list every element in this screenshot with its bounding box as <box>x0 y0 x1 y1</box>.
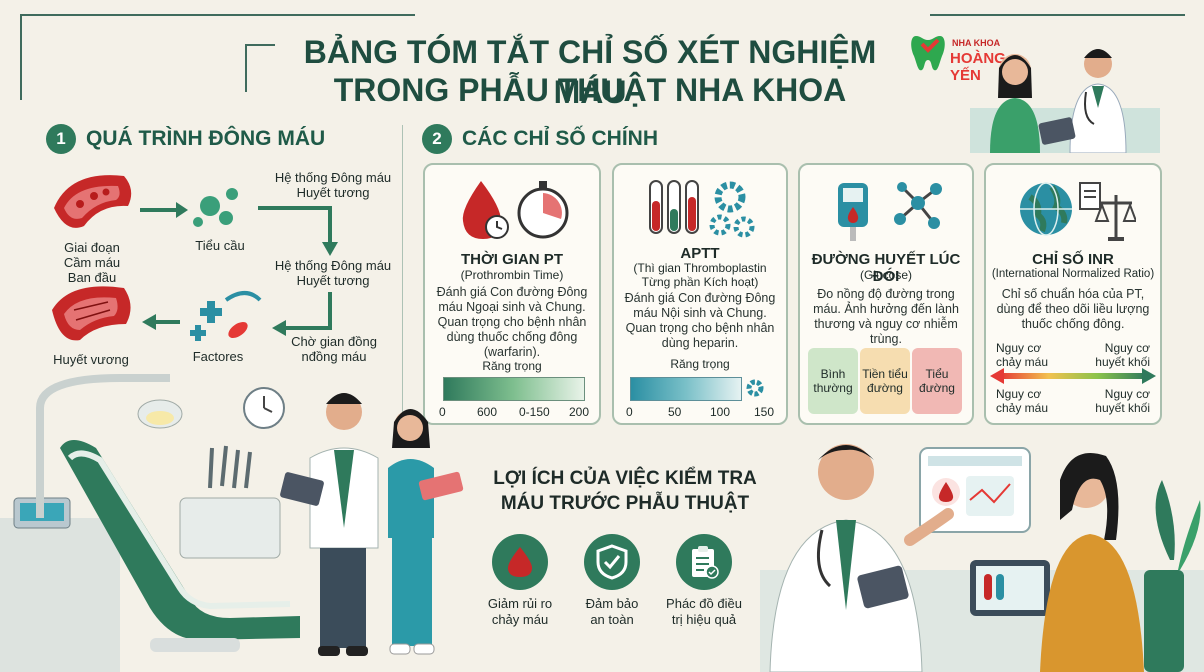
section2-title: CÁC CHỈ SỐ CHÍNH <box>462 127 659 150</box>
card-glucose-subtitle: (Glucose) <box>859 268 912 282</box>
label-plasma-system-2: Hệ thống Đông máu Huyết tương <box>274 258 392 288</box>
card-aptt-description: Đánh giá Con đường Đông máu Nội sinh và … <box>624 291 776 350</box>
shield-check-icon <box>596 544 628 580</box>
card-inr-description: Chỉ số chuẩn hóa của PT, dùng để theo dõ… <box>996 287 1150 331</box>
card-pt-description: Đánh giá Con đường Đông máu Ngoại sinh v… <box>436 285 588 359</box>
small-gear-icon <box>746 379 764 397</box>
card-glucose-description: Đo nồng độ đường trong máu. Ảnh hưởng đế… <box>813 287 959 346</box>
inr-label-thrombosis-bottom: Nguy cơ huyết khối <box>1095 387 1150 415</box>
doctor-patient-illustration <box>970 49 1160 153</box>
benefit-label-reduce-bleeding: Giảm rủi ro chảy máu <box>487 596 553 627</box>
section2-heading: 2 CÁC CHỈ SỐ CHÍNH <box>422 124 658 154</box>
label-waiting: Chờ gian đồng nđồng máu <box>291 334 377 364</box>
card-aptt-scale-bar <box>630 377 742 401</box>
frame-right-line <box>930 14 1185 16</box>
benefit-icon-safety <box>584 534 640 590</box>
glucose-range-normal: Bình thường <box>808 348 858 414</box>
card-pt-title: THỜI GIAN PT <box>461 251 563 268</box>
benefit-icon-treatment-plan <box>676 534 732 590</box>
test-tubes-gears-icon <box>649 180 755 238</box>
card-inr-subtitle: (International Normalized Ratio) <box>991 268 1155 280</box>
glucose-range-diabetes: Tiểu đường <box>912 348 962 414</box>
consultation-illustration <box>760 444 1204 672</box>
card-pt-scale-label: Răng trọng <box>482 359 542 373</box>
card-aptt-title: APTT <box>680 245 720 262</box>
inr-label-thrombosis-top: Nguy cơ huyết khối <box>1095 341 1150 369</box>
card-pt-tick-1: 600 <box>477 405 498 419</box>
globe-scale-icon <box>1020 182 1136 241</box>
benefit-label-safety: Đảm bảo an toàn <box>585 596 639 627</box>
benefits-title: LỢI ÍCH CỦA VIỆC KIỂM TRA MÁU TRƯỚC PHẪU… <box>493 468 757 514</box>
card-aptt-tick-0: 0 <box>626 405 633 419</box>
frame-top-line <box>20 14 415 16</box>
dental-clinic-illustration <box>0 374 464 672</box>
tooth-logo-icon <box>911 36 945 71</box>
card-aptt: APTT (Thì gian Thromboplastin Từng phần … <box>612 163 788 425</box>
label-plasma-system-1: Hệ thống Đông máu Huyết tương <box>274 170 392 200</box>
card-pt-scale-bar <box>443 377 585 401</box>
card-aptt-tick-3: 150 <box>754 405 775 419</box>
section1-heading: 1 QUÁ TRÌNH ĐÔNG MÁU <box>46 124 325 154</box>
inr-label-bleeding-top: Nguy cơ chảy máu <box>996 341 1049 369</box>
label-initial-stage: Giai đoạn Cầm máu Ban đầu <box>63 240 121 285</box>
card-pt-tick-3: 200 <box>569 405 590 419</box>
section1-number: 1 <box>46 124 76 154</box>
card-pt-tick-0: 0 <box>439 405 446 419</box>
label-platelets: Tiểu cầu <box>195 238 245 253</box>
card-pt-tick-2: 0-150 <box>519 405 550 419</box>
blood-drop-timer-icon <box>462 181 569 239</box>
section2-number: 2 <box>422 124 452 154</box>
card-aptt-tick-1: 50 <box>668 405 682 419</box>
title-bracket-left <box>245 44 247 92</box>
card-pt-subtitle: (Prothrombin Time) <box>460 268 564 282</box>
label-clot: Huyết vương <box>53 352 129 367</box>
card-aptt-tick-2: 100 <box>710 405 731 419</box>
blood-vessel-icon <box>54 175 132 228</box>
card-aptt-subtitle: (Thì gian Thromboplastin Từng phần Kích … <box>633 261 767 289</box>
blood-drop-icon <box>507 547 533 577</box>
section-divider <box>402 125 403 445</box>
card-inr-title: CHỈ SỐ INR <box>1032 251 1114 268</box>
card-pt: THỜI GIAN PT (Prothrombin Time) Đánh giá… <box>423 163 601 425</box>
label-factors: Factores <box>192 349 244 364</box>
glucometer-molecule-icon <box>838 182 942 241</box>
title-bracket-left-h <box>245 44 275 46</box>
inr-label-bleeding-bottom: Nguy cơ chảy máu <box>996 387 1049 415</box>
inr-arrowheads <box>990 368 1156 384</box>
factors-icon <box>190 291 262 341</box>
frame-left-line <box>20 14 22 100</box>
page-title-line2: TRONG PHẪU THUẬT NHA KHOA <box>333 72 847 108</box>
clipboard-icon <box>692 546 719 579</box>
inr-gradient-arrow <box>1000 373 1146 379</box>
card-aptt-scale-label: Răng trọng <box>670 357 730 371</box>
card-inr: CHỈ SỐ INR (International Normalized Rat… <box>984 163 1162 425</box>
section1-title: QUÁ TRÌNH ĐÔNG MÁU <box>86 127 326 150</box>
platelet-icon <box>193 188 238 227</box>
clot-vessel-icon <box>52 286 131 341</box>
benefit-icon-reduce-bleeding <box>492 534 548 590</box>
benefit-label-treatment-plan: Phác đồ điều trị hiệu quả <box>666 596 742 627</box>
logo-name-text: HOÀNG YẾN <box>950 50 1006 84</box>
logo-top-text: NHA KHOA <box>952 38 1001 48</box>
glucose-range-prediabetes: Tiền tiểu đường <box>860 348 910 414</box>
brand-logo: NHA KHOA HOÀNG YẾN <box>908 30 1038 84</box>
card-glucose-title: ĐƯỜNG HUYẾT LÚC ĐÓI <box>811 251 961 285</box>
coagulation-diagram <box>52 175 338 341</box>
page-title-line1: BẢNG TÓM TẮT CHỈ SỐ XÉT NGHIỆM MÁU <box>303 34 877 110</box>
